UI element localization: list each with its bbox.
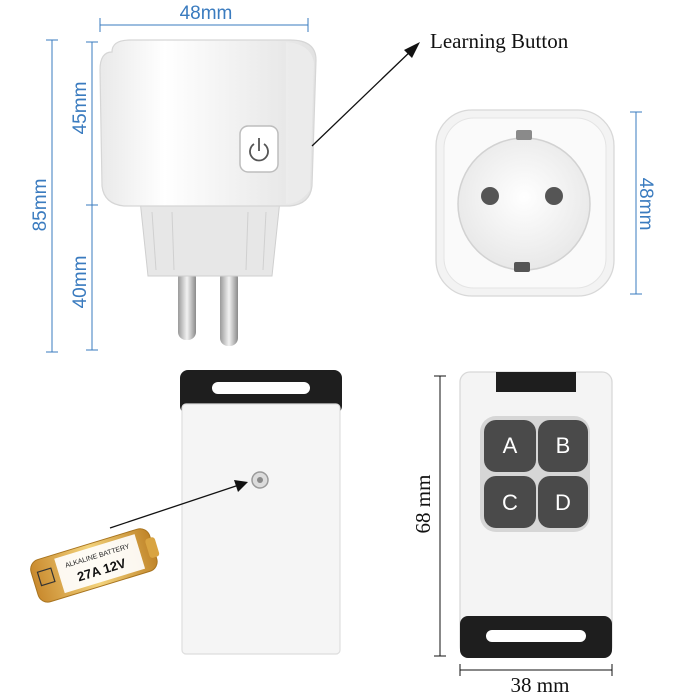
plug-lower-label: 40mm: [70, 256, 91, 309]
plug-body: [99, 39, 317, 207]
socket-ground-clip-top: [516, 130, 532, 140]
remote-back-view: ALKALINE BATTERY 27A 12V: [30, 370, 342, 655]
socket-front-view: 48mm: [435, 109, 656, 297]
remote-button-d-label: D: [555, 490, 571, 515]
smart-plug-side-view: 48mm 85mm 45mm 40mm Learnin: [30, 3, 569, 353]
remote-button-c-label: C: [502, 490, 518, 515]
learning-button-label: Learning Button: [430, 29, 569, 53]
remote-front-view: A B C D 68 mm 38 mm: [411, 371, 613, 697]
socket-hole-left: [481, 187, 499, 205]
remote-button-a: [484, 420, 536, 472]
remote-button-c: [484, 476, 536, 528]
remote-button-a-label: A: [503, 433, 518, 458]
remote-button-d: [538, 476, 588, 528]
battery-arrow: [109, 483, 243, 529]
power-icon: [249, 138, 269, 162]
learning-button-arrow: [311, 47, 415, 147]
socket-hole-right: [545, 187, 563, 205]
battery-logo-icon: [36, 567, 56, 587]
socket-face: [457, 137, 591, 271]
plug-base: [139, 199, 281, 277]
remote-button-b-label: B: [556, 433, 571, 458]
plug-pin-left: [178, 270, 196, 340]
remote-width-label: 38 mm: [511, 673, 570, 697]
plug-pin-right: [220, 270, 238, 346]
plug-width-label: 48mm: [180, 3, 233, 24]
plug-height-label: 85mm: [30, 179, 51, 232]
socket-ground-clip-bottom: [514, 262, 530, 272]
remote-top-band: [496, 372, 576, 392]
remote-back-cover: [181, 403, 341, 655]
remote-button-b: [538, 420, 588, 472]
remote-height-label: 68 mm: [411, 475, 435, 534]
plug-upper-label: 45mm: [70, 82, 91, 135]
battery: ALKALINE BATTERY 27A 12V: [30, 528, 160, 603]
socket-size-label: 48mm: [635, 178, 656, 231]
